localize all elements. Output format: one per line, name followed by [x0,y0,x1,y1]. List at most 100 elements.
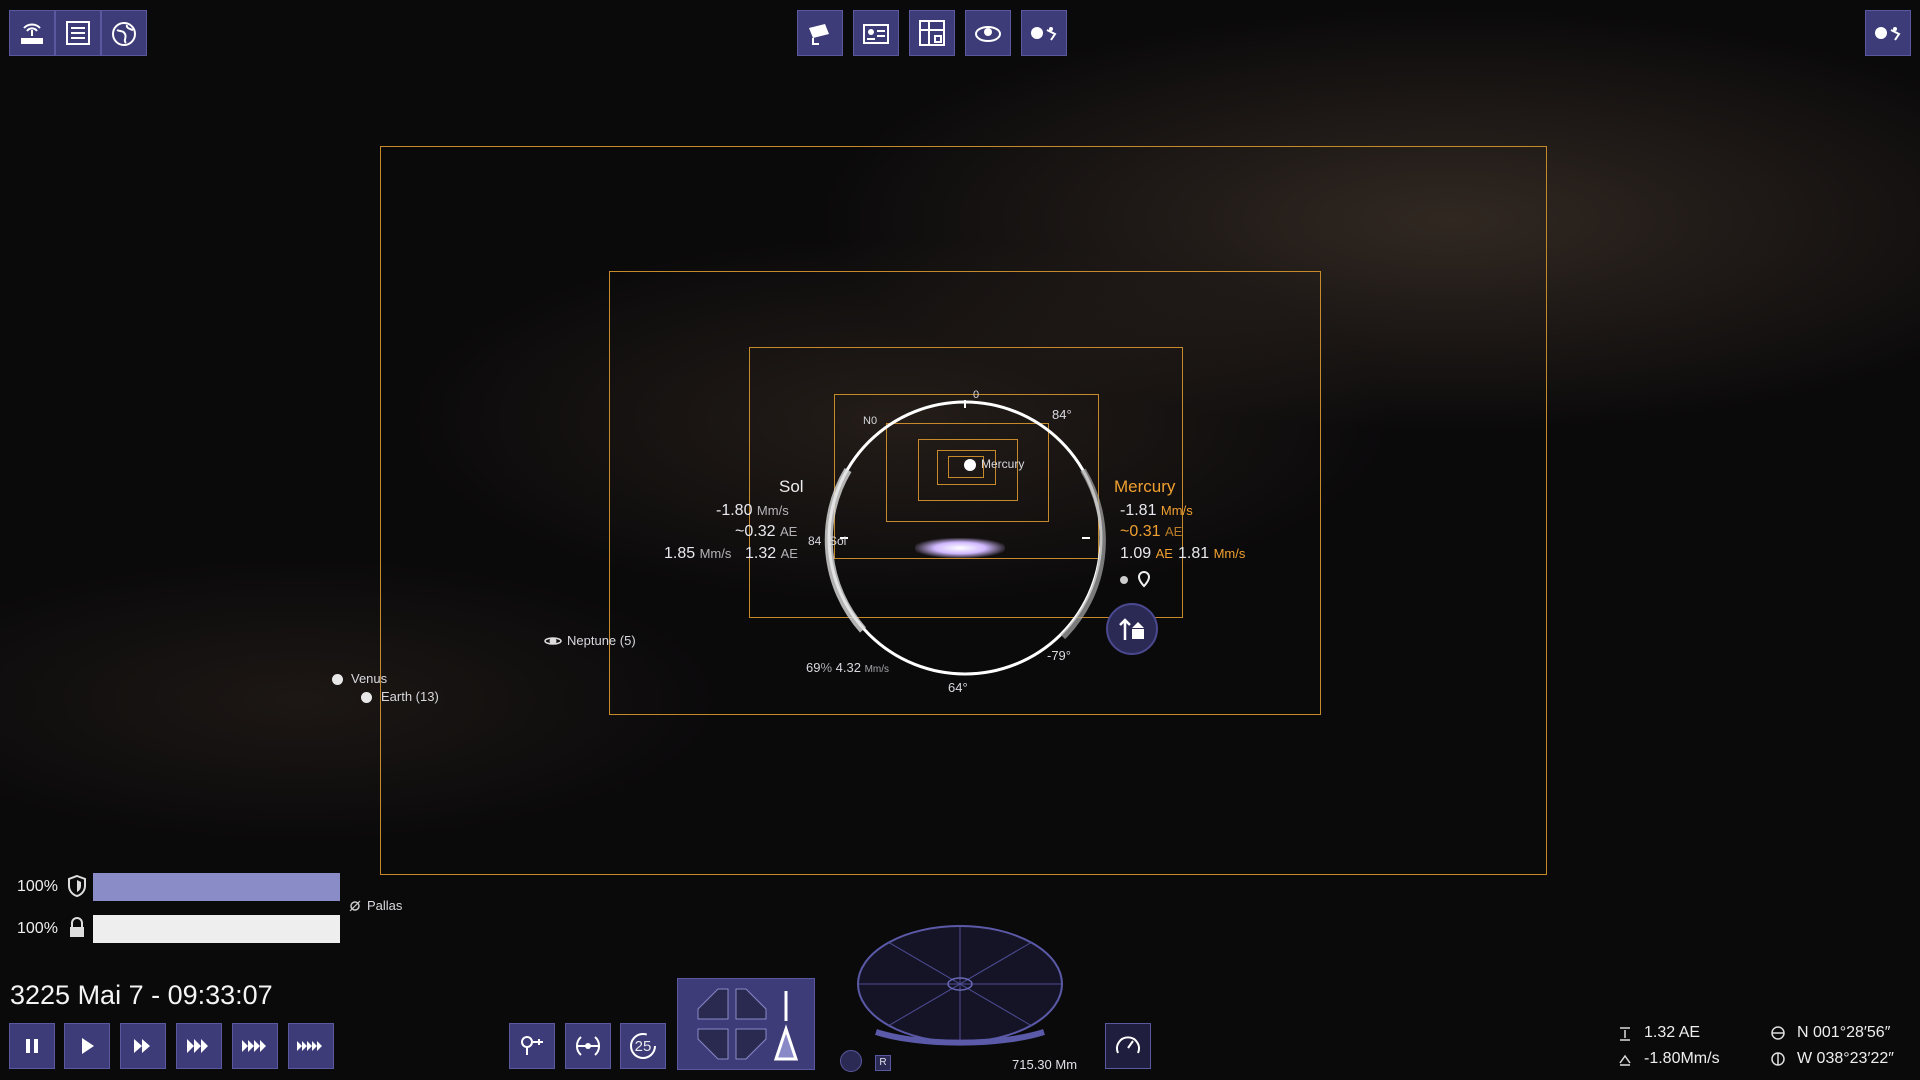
sol-dist1-unit: AE [779,524,798,539]
log-icon [66,21,90,45]
mercury-dist1-unit: AE [1164,524,1183,539]
flight-reticle [824,400,1106,676]
sol-name: Sol [779,477,804,496]
venus-marker[interactable] [332,674,343,685]
location-pin-icon[interactable] [1118,570,1154,588]
autopilot-button[interactable] [1106,603,1158,655]
latitude-readout: N 001°28′56″ [1797,1024,1891,1041]
mercury-dist1: ~0.31 [1120,523,1161,540]
pause-button[interactable] [9,1023,55,1069]
longitude-icon [1771,1052,1785,1066]
target-frame-7 [937,450,996,485]
sol-vel1: -1.80 [716,502,753,519]
fast-forward-4-icon [242,1040,266,1052]
sol-vel2-unit: Mm/s [699,546,732,561]
radar-range: 715.30 Mm [1012,1057,1078,1072]
id-card-button[interactable] [853,10,899,56]
velocity-icon [1619,1054,1631,1066]
latitude-icon [1771,1026,1785,1040]
throttle-pct-sign: % [820,660,833,675]
game-datetime: 3225 Mai 7 - 09:33:07 [10,980,273,1010]
reticle-top-left: N0 [863,415,878,427]
mercury-vel2: 1.81 [1178,545,1210,562]
engine-glow [915,538,1005,558]
network-button[interactable] [909,10,955,56]
fast-forward-5-icon [297,1041,322,1051]
speed-4-button[interactable] [232,1023,278,1069]
radar-target-icon[interactable] [840,1050,862,1072]
fast-forward-3-icon [187,1039,208,1053]
flight-control-panel[interactable] [677,978,815,1070]
venus-label[interactable]: Venus [351,671,388,686]
reticle-bottom: 64° [948,680,968,695]
sol-velocity: -1.80 Mm/s [716,502,789,520]
play-button[interactable] [64,1023,110,1069]
speed-counter: 25 [634,1037,652,1055]
camera-button[interactable] [797,10,843,56]
globe-button[interactable] [101,10,147,56]
reticle-left-label: 84 [808,534,822,548]
target-frame-6 [918,439,1018,501]
mercury-distance: ~0.31 AE [1120,523,1182,541]
speed-counter-button[interactable]: 25 [620,1023,666,1069]
satellite-button[interactable] [1021,10,1067,56]
satellite-icon [1031,27,1057,41]
sol-distance-2: 1.32 AE [745,545,798,563]
speedometer-icon [1116,1036,1140,1054]
sol-vel2: 1.85 [664,545,696,562]
reticle-speed-unit: Mm/s [864,664,890,675]
shield-bar-track [93,873,340,901]
sol-dist2-unit: AE [780,546,798,561]
autopilot-icon [1119,618,1144,640]
reticle-top-right: 84° [1052,407,1072,422]
mercury-vel2-unit: Mm/s [1213,546,1246,561]
sol-dist2: 1.32 [745,545,777,562]
radar-mode-button[interactable]: R [875,1055,891,1071]
shield-percent: 100% [17,878,58,895]
orbit-mode-icon [575,1036,601,1056]
log-button[interactable] [55,10,101,56]
throttle-pct: 69 [806,660,821,675]
mercury-distance-2: 1.09 AE [1120,545,1173,563]
comm-button[interactable] [9,10,55,56]
asteroid-icon [349,900,361,912]
id-card-icon [863,24,889,44]
sol-dist1: ~0.32 [735,523,776,540]
lock-icon [70,917,84,937]
pause-icon [26,1039,38,1053]
waypoint-button[interactable] [509,1023,555,1069]
fast-forward-icon [134,1039,150,1053]
earth-marker[interactable] [361,692,372,703]
neptune-label[interactable]: Neptune (5) [567,633,636,648]
network-icon [919,20,945,46]
radar-display[interactable] [838,922,1082,1062]
mercury-vel1-unit: Mm/s [1160,503,1193,518]
orbit-mode-button[interactable] [565,1023,611,1069]
sol-distance: ~0.32 AE [735,523,797,541]
earth-label[interactable]: Earth (13) [381,689,439,704]
camera-icon [809,24,829,45]
satellite-view-button[interactable] [1865,10,1911,56]
hull-bar-fill [93,915,340,943]
sol-small-label: Sol [829,534,847,548]
longitude-readout: W 038°23′22″ [1797,1050,1894,1067]
speedometer-button[interactable] [1105,1023,1151,1069]
pallas-label[interactable]: Pallas [367,898,403,913]
speed-5-button[interactable] [288,1023,334,1069]
reticle-speed: 4.32 [835,660,861,675]
speed-3-button[interactable] [176,1023,222,1069]
target-frame-5 [886,423,1049,522]
speed-2-button[interactable] [120,1023,166,1069]
distance-readout: 1.32 AE [1644,1024,1701,1041]
target-frame-8 [948,456,984,478]
target-frame-1 [380,146,1547,875]
velocity-readout: -1.80Mm/s [1644,1050,1720,1067]
target-frame-2 [609,271,1321,715]
mercury-velocity: -1.81 Mm/s [1120,502,1193,520]
orbit-button[interactable] [965,10,1011,56]
hull-bar-track [93,915,340,943]
shield-icon [68,874,86,898]
throttle-readout: 69% 4.32 Mm/s [806,660,889,675]
play-icon [82,1038,94,1054]
planet-ring-icon [544,637,562,645]
